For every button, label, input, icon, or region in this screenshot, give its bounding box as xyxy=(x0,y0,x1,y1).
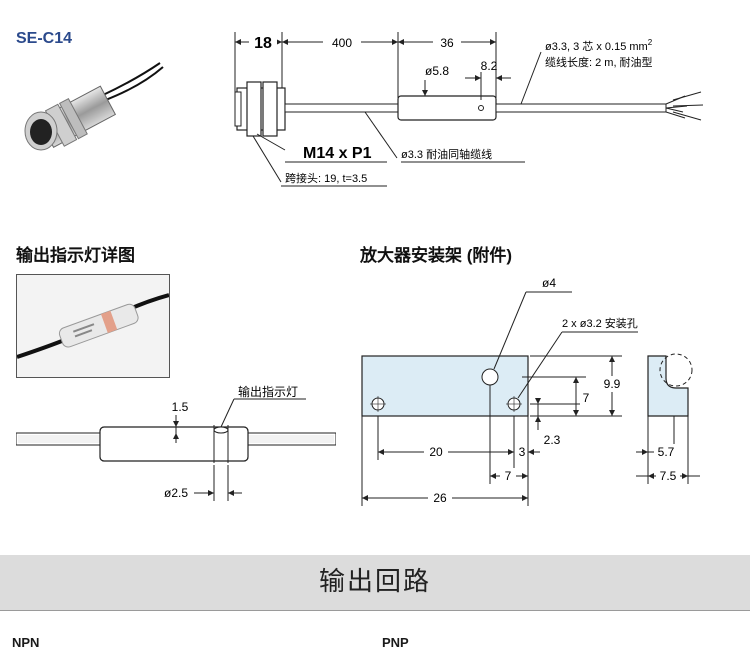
sensor-product-image xyxy=(24,62,164,151)
thread-spec: M14 x P1 xyxy=(303,145,372,162)
coax-cable-label: ø3.3 耐油同轴缆线 xyxy=(401,147,492,161)
output-circuit-header: 输出回路 xyxy=(0,555,750,610)
pnp-label: PNP xyxy=(382,635,409,650)
dim-amp-diameter: ø5.8 xyxy=(425,64,449,78)
sensor-dimension-drawing: 18 400 36 8.2 ø5.8 ø3.3, 3 芯 x 0.15 mm2 … xyxy=(234,32,704,187)
dim-5-7: 5.7 xyxy=(658,445,675,459)
dim-8-2: 8.2 xyxy=(481,59,498,73)
model-title: SE-C14 xyxy=(16,30,73,47)
dim-7-vertical: 7 xyxy=(583,391,590,405)
output-circuit-title: 输出回路 xyxy=(318,567,431,597)
dim-20: 20 xyxy=(429,445,443,459)
dim-400: 400 xyxy=(332,36,352,50)
section-divider xyxy=(0,610,750,611)
dim-2-3: 2.3 xyxy=(544,433,561,447)
output-indicator-drawing: 1.5 输出指示灯 ø2.5 xyxy=(16,385,336,501)
nut-spec: 跨接头: 19, t=3.5 xyxy=(285,172,367,185)
dim-36: 36 xyxy=(440,36,454,50)
dim-7-horizontal: 7 xyxy=(505,469,512,483)
amplifier-photo xyxy=(16,274,170,378)
bracket-drawing: ø4 2 x ø3.2 安装孔 9.9 7 2.3 20 3 7 26 xyxy=(361,276,700,506)
bracket-title: 放大器安装架 (附件) xyxy=(360,246,513,265)
dim-7-5: 7.5 xyxy=(660,469,677,483)
cable-length-spec: 缆线长度: 2 m, 耐油型 xyxy=(545,55,653,69)
led-label: 输出指示灯 xyxy=(238,385,298,399)
dim-9-9: 9.9 xyxy=(604,377,621,391)
amplifier-photo-drawing xyxy=(16,293,170,359)
dim-3: 3 xyxy=(519,445,526,459)
dim-26: 26 xyxy=(433,491,447,505)
cable-spec: ø3.3, 3 芯 x 0.15 mm2 xyxy=(545,38,653,53)
output-indicator-title: 输出指示灯详图 xyxy=(16,246,135,265)
mount-holes-label: 2 x ø3.2 安装孔 xyxy=(562,316,638,330)
dim-2-5: ø2.5 xyxy=(164,486,188,500)
hole-large-label: ø4 xyxy=(542,276,556,290)
npn-label: NPN xyxy=(12,635,40,650)
dim-18: 18 xyxy=(254,35,272,52)
dim-1-5: 1.5 xyxy=(172,400,189,414)
